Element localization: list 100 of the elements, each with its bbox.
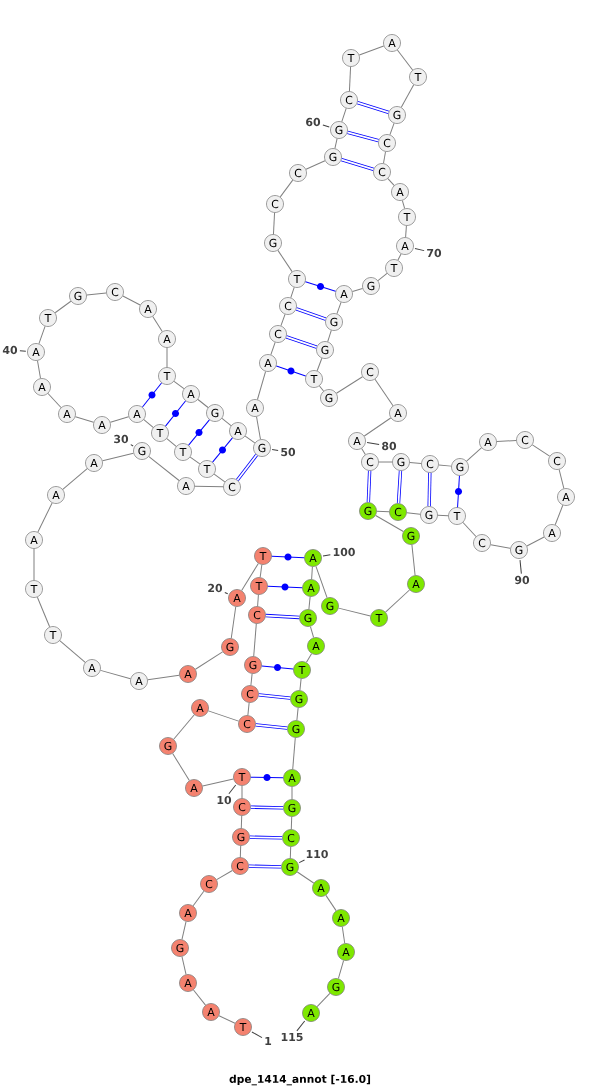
base-pair-line bbox=[427, 472, 432, 507]
leader-line bbox=[322, 124, 330, 128]
backbone-line bbox=[100, 669, 131, 680]
leader-line bbox=[322, 554, 331, 557]
backbone-line bbox=[181, 956, 187, 975]
base-pair-line bbox=[267, 583, 303, 591]
backbone-line bbox=[374, 378, 394, 407]
base-pair-line bbox=[454, 475, 463, 508]
base-pair-line bbox=[142, 382, 162, 408]
backbone-line bbox=[250, 673, 253, 686]
base-pair-line bbox=[271, 553, 305, 561]
backbone-line bbox=[299, 678, 302, 691]
position-number: 90 bbox=[514, 575, 530, 585]
position-number: 100 bbox=[333, 547, 355, 557]
base-pair-line bbox=[165, 400, 186, 427]
backbone-line bbox=[54, 300, 72, 314]
backbone-line bbox=[230, 606, 237, 639]
backbone-line bbox=[197, 399, 209, 408]
backbone-line bbox=[405, 225, 407, 238]
backbone-line bbox=[239, 845, 242, 858]
backbone-line bbox=[37, 502, 53, 533]
backbone-line bbox=[411, 544, 416, 576]
backbone-line bbox=[290, 816, 293, 830]
backbone-line bbox=[279, 179, 294, 198]
backbone-line bbox=[194, 651, 224, 670]
backbone-line bbox=[292, 737, 296, 770]
backbone-line bbox=[308, 596, 311, 610]
backbone-line bbox=[385, 589, 410, 613]
base-pair-line bbox=[254, 723, 289, 730]
backbone-line bbox=[409, 462, 422, 464]
backbone-line bbox=[173, 380, 185, 390]
backbone-line bbox=[387, 178, 395, 186]
backbone-line bbox=[143, 419, 154, 428]
position-number: 20 bbox=[208, 583, 223, 593]
backbone-line bbox=[172, 753, 190, 781]
backbone-line bbox=[122, 295, 141, 306]
position-number: 70 bbox=[427, 248, 442, 258]
leader-line bbox=[224, 591, 229, 595]
backbone-line bbox=[361, 448, 366, 455]
backbone-line bbox=[554, 504, 564, 526]
backbone-line bbox=[289, 846, 292, 859]
base-pair-line bbox=[249, 835, 283, 840]
position-number: 110 bbox=[306, 849, 328, 859]
backbone-line bbox=[253, 623, 257, 657]
base-pair-line bbox=[236, 454, 258, 481]
backbone-line bbox=[375, 514, 404, 533]
backbone-line bbox=[37, 360, 41, 379]
backbone-line bbox=[341, 926, 346, 944]
leader-line bbox=[130, 444, 134, 447]
leader-line bbox=[414, 247, 425, 252]
base-pair-line bbox=[265, 613, 300, 620]
base-pair-line bbox=[275, 365, 307, 377]
backbone-line bbox=[376, 510, 390, 513]
leader-line bbox=[228, 784, 237, 795]
backbone-line bbox=[202, 778, 234, 787]
backbone-line bbox=[437, 514, 449, 517]
backbone-line bbox=[296, 707, 299, 721]
backbone-line bbox=[462, 522, 477, 537]
leader-line bbox=[251, 1031, 263, 1039]
backbone-line bbox=[256, 416, 261, 440]
backbone-line bbox=[148, 456, 180, 481]
backbone-line bbox=[216, 869, 233, 881]
backbone-line bbox=[397, 253, 402, 261]
backbone-line bbox=[192, 890, 205, 907]
backbone-line bbox=[305, 160, 326, 170]
backbone-line bbox=[193, 989, 206, 1006]
base-pair-line bbox=[356, 101, 390, 114]
position-number: 40 bbox=[2, 345, 18, 355]
base-pair-line bbox=[250, 774, 284, 782]
backbone-line bbox=[315, 565, 328, 599]
backbone-line bbox=[47, 393, 62, 408]
backbone-line bbox=[213, 473, 226, 483]
backbone-line bbox=[189, 456, 201, 465]
backbone-line bbox=[152, 316, 163, 332]
backbone-line bbox=[291, 786, 293, 800]
backbone-line bbox=[305, 653, 313, 663]
backbone-line bbox=[221, 417, 232, 427]
backbone-line bbox=[363, 417, 392, 437]
backbone-line bbox=[181, 921, 187, 940]
backbone-line bbox=[309, 626, 315, 638]
backbone-line bbox=[147, 674, 180, 681]
backbone-line bbox=[531, 444, 551, 457]
base-pair-line bbox=[396, 470, 403, 505]
base-pair-line bbox=[340, 158, 375, 171]
backbone-line bbox=[102, 452, 134, 462]
leader-line bbox=[298, 859, 305, 864]
position-number: 1 bbox=[265, 1037, 272, 1045]
backbone-line bbox=[244, 435, 256, 444]
backbone-line bbox=[240, 815, 243, 829]
base-pair-line bbox=[261, 663, 294, 672]
base-pair-line bbox=[257, 693, 292, 700]
backbone-line bbox=[336, 301, 342, 315]
backbone-line bbox=[38, 325, 46, 345]
backbone-line bbox=[109, 416, 130, 423]
backbone-line bbox=[62, 468, 88, 490]
backbone-line bbox=[166, 438, 177, 447]
leader-line bbox=[366, 442, 380, 445]
backbone-line bbox=[352, 288, 363, 292]
position-number: 50 bbox=[281, 447, 296, 457]
base-pair-line bbox=[248, 864, 282, 869]
